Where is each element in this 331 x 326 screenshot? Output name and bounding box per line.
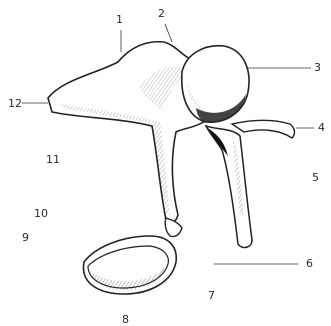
- label-1: 1: [116, 14, 123, 25]
- label-7: 7: [208, 290, 215, 301]
- label-6: 6: [306, 258, 313, 269]
- label-11: 11: [46, 154, 60, 165]
- neck: [165, 218, 182, 237]
- label-3: 3: [314, 62, 321, 73]
- label-12: 12: [8, 98, 22, 109]
- head-outline: [182, 46, 249, 122]
- label-2: 2: [158, 8, 165, 19]
- descending-crus: [206, 126, 252, 247]
- short-process: [232, 120, 294, 138]
- label-5: 5: [312, 172, 319, 183]
- label-4: 4: [318, 122, 325, 133]
- label-10: 10: [34, 208, 48, 219]
- label-9: 9: [22, 232, 29, 243]
- leader-2: [165, 24, 172, 42]
- label-8: 8: [122, 314, 129, 325]
